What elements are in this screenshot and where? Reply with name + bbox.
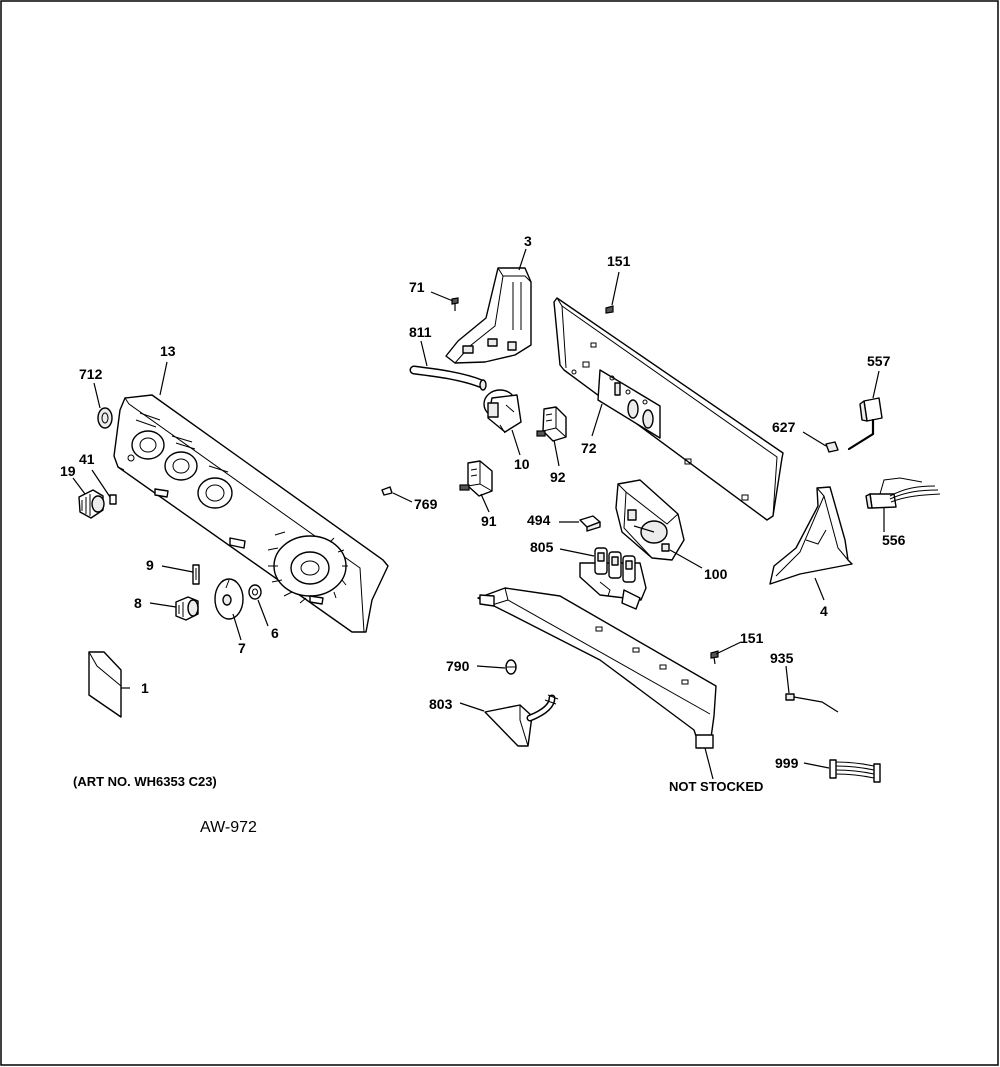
part-100-timer	[615, 479, 685, 561]
part-151-screw-top	[605, 305, 614, 314]
drawing-code-label: AW-972	[200, 819, 257, 836]
part-not-stocked-bracket	[477, 587, 717, 749]
not-stocked-label: NOT STOCKED	[669, 779, 763, 794]
callout-9: 9	[146, 557, 154, 573]
leader-lines	[72, 248, 885, 780]
part-805-water-valve	[579, 547, 647, 610]
callout-790: 790	[446, 658, 470, 674]
callout-19: 19	[60, 463, 76, 479]
part-935-wire	[785, 693, 839, 713]
part-999-wire-bundle	[829, 759, 881, 783]
callout-935: 935	[770, 650, 794, 666]
callout-71: 71	[409, 279, 425, 295]
part-712-knob-ring	[97, 407, 113, 429]
part-769-screw	[381, 486, 393, 496]
callout-6: 6	[271, 625, 279, 641]
part-72-control-bracket	[553, 297, 784, 521]
callout-712: 712	[79, 366, 103, 382]
part-19-knob	[78, 489, 105, 519]
part-7-dial	[214, 578, 244, 620]
part-10-pressure-switch	[483, 389, 522, 434]
callout-13: 13	[160, 343, 176, 359]
callout-805: 805	[530, 539, 554, 555]
part-91-switch	[459, 460, 493, 497]
part-557-sensor	[847, 397, 883, 451]
callout-556: 556	[882, 532, 906, 548]
callout-494: 494	[527, 512, 551, 528]
part-8-knob	[175, 596, 199, 621]
callout-7: 7	[238, 640, 246, 656]
callout-4: 4	[820, 603, 828, 619]
callout-803: 803	[429, 696, 453, 712]
part-494-connector	[579, 515, 601, 532]
callout-92: 92	[550, 469, 566, 485]
callout-3: 3	[524, 233, 532, 249]
art-number-label: (ART NO. WH6353 C23)	[73, 774, 217, 789]
callout-999: 999	[775, 755, 799, 771]
part-803-hose	[484, 694, 559, 747]
callout-72: 72	[581, 440, 597, 456]
callout-100: 100	[704, 566, 728, 582]
callout-8: 8	[134, 595, 142, 611]
part-1-literature	[88, 651, 122, 718]
callout-811: 811	[409, 324, 432, 340]
part-71-screw	[451, 297, 459, 311]
part-6-nut	[248, 584, 262, 600]
part-627-connector	[825, 441, 839, 453]
callout-91: 91	[481, 513, 497, 529]
part-151-screw-lower	[710, 650, 719, 665]
callout-labels: 1 3 4 6 7 8 9 10 13 19 41 71 72 91 92 10…	[60, 233, 906, 836]
callout-41: 41	[79, 451, 95, 467]
callout-151-top: 151	[607, 253, 631, 269]
callout-557: 557	[867, 353, 891, 369]
callout-1: 1	[141, 680, 149, 696]
part-3-end-cap	[445, 267, 532, 364]
part-41-clip	[109, 494, 117, 505]
callout-627: 627	[772, 419, 796, 435]
part-556-wire-harness	[865, 477, 941, 509]
part-92-switch	[536, 406, 567, 442]
callout-10: 10	[514, 456, 530, 472]
part-9-clip	[192, 564, 200, 585]
part-811-hose	[409, 365, 487, 391]
part-790-clamp	[505, 659, 517, 675]
part-13-control-panel	[113, 394, 389, 633]
part-4-end-cap	[769, 486, 853, 585]
callout-151-lower: 151	[740, 630, 764, 646]
callout-769: 769	[414, 496, 438, 512]
